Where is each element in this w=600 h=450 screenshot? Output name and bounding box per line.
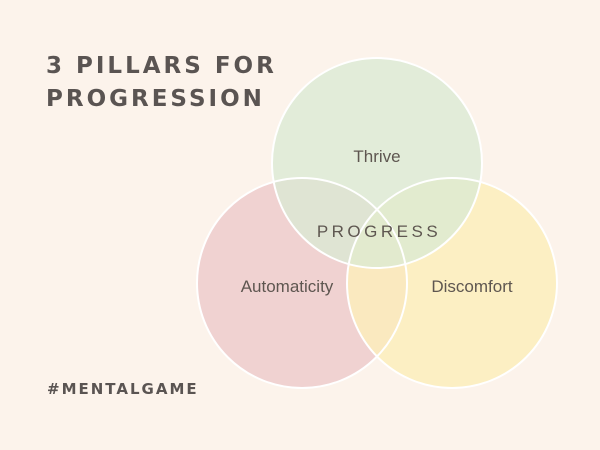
title-line-2: PROGRESSION [46,86,265,112]
circle-thrive [272,58,482,268]
hashtag: #MENTALGAME [47,380,199,398]
title-line-1: 3 PILLARS FOR [46,53,277,79]
page-title: 3 PILLARS FOR PROGRESSION [46,50,277,116]
label-thrive: Thrive [353,147,400,166]
label-discomfort: Discomfort [431,277,513,296]
label-progress: PROGRESS [317,222,441,241]
label-automaticity: Automaticity [241,277,334,296]
